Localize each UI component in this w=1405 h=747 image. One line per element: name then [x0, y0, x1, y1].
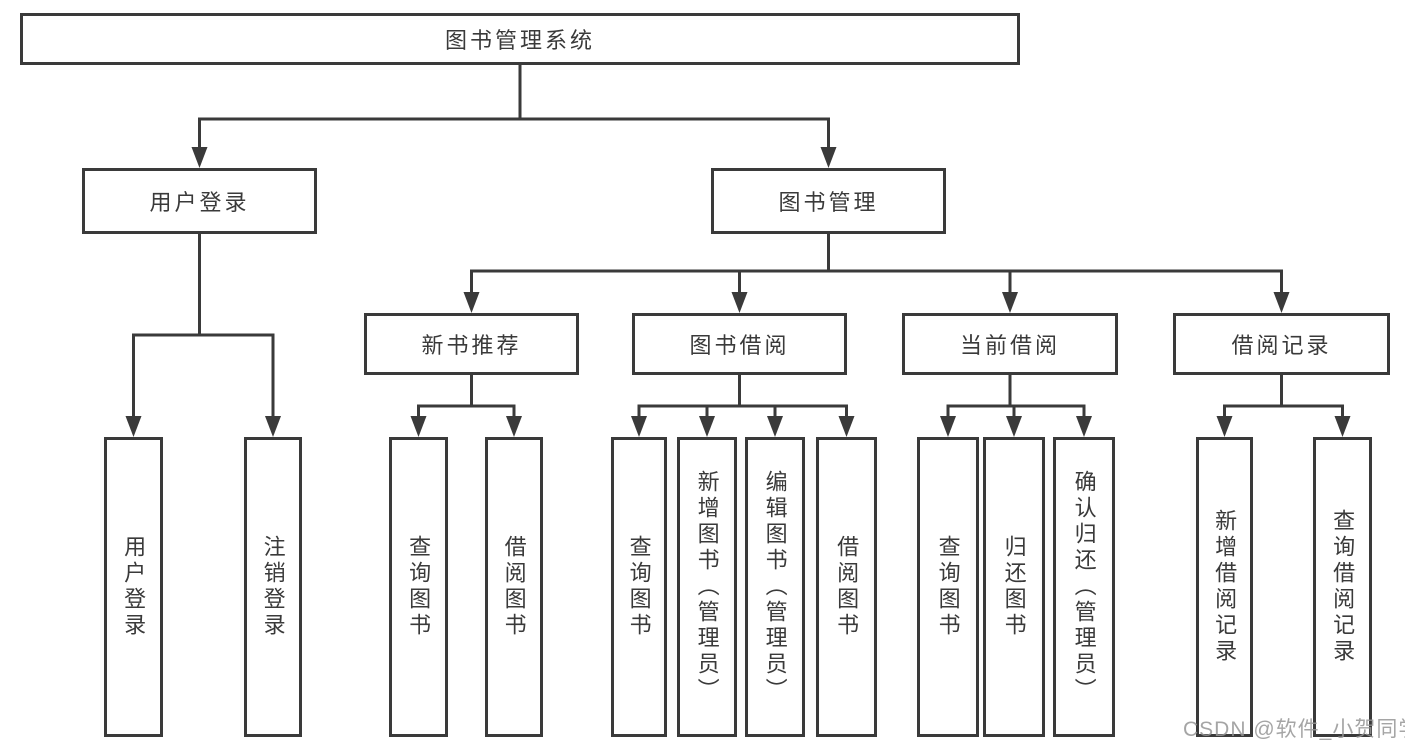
node-user-login: 用户登录: [82, 168, 317, 234]
leaf-add-book-admin: 新增图书（管理员）: [677, 437, 737, 737]
leaf-query-books-recommend: 查询图书: [389, 437, 448, 737]
leaf-user-login: 用户登录: [104, 437, 163, 737]
leaf-query-borrow-record: 查询借阅记录: [1313, 437, 1372, 737]
node-label: 图书管理系统: [444, 28, 595, 53]
leaf-return-books: 归还图书: [983, 437, 1045, 737]
node-borrowing-records: 借阅记录: [1173, 313, 1390, 375]
node-label: 查询图书: [935, 535, 961, 639]
node-label: 用户登录: [121, 535, 147, 639]
node-label: 新增图书（管理员）: [694, 470, 720, 704]
leaf-borrow-books-recommend: 借阅图书: [485, 437, 543, 737]
node-label: 查询图书: [626, 535, 652, 639]
arrowheads: [125, 147, 1351, 437]
node-library-management-system: 图书管理系统: [20, 13, 1020, 65]
leaf-confirm-return-admin: 确认归还（管理员）: [1053, 437, 1115, 737]
node-label: 图书管理: [778, 190, 879, 215]
leaf-borrow-books: 借阅图书: [816, 437, 877, 737]
node-label: 当前借阅: [959, 333, 1060, 358]
leaf-add-borrow-record: 新增借阅记录: [1196, 437, 1253, 737]
node-book-management: 图书管理: [711, 168, 946, 234]
node-label: 确认归还（管理员）: [1071, 470, 1097, 704]
leaf-query-books-current: 查询图书: [917, 437, 979, 737]
node-label: 查询图书: [406, 535, 432, 639]
node-label: 借阅记录: [1231, 333, 1332, 358]
node-new-book-recommendation: 新书推荐: [364, 313, 579, 375]
csdn-watermark: CSDN @软件_小贺同学: [1183, 718, 1405, 741]
node-label: 查询借阅记录: [1330, 509, 1356, 665]
leaf-query-books-borrow: 查询图书: [611, 437, 667, 737]
node-label: 借阅图书: [834, 535, 860, 639]
node-label: 借阅图书: [501, 535, 527, 639]
node-label: 图书借阅: [689, 333, 790, 358]
node-current-borrowing: 当前借阅: [902, 313, 1118, 375]
node-label: 新书推荐: [421, 333, 522, 358]
node-label: 用户登录: [149, 190, 250, 215]
leaf-logout: 注销登录: [244, 437, 302, 737]
leaf-edit-book-admin: 编辑图书（管理员）: [745, 437, 805, 737]
node-book-borrowing: 图书借阅: [632, 313, 847, 375]
node-label: 新增借阅记录: [1212, 509, 1238, 665]
node-label: 编辑图书（管理员）: [762, 470, 788, 704]
node-label: 归还图书: [1001, 535, 1027, 639]
node-label: 注销登录: [260, 535, 286, 639]
